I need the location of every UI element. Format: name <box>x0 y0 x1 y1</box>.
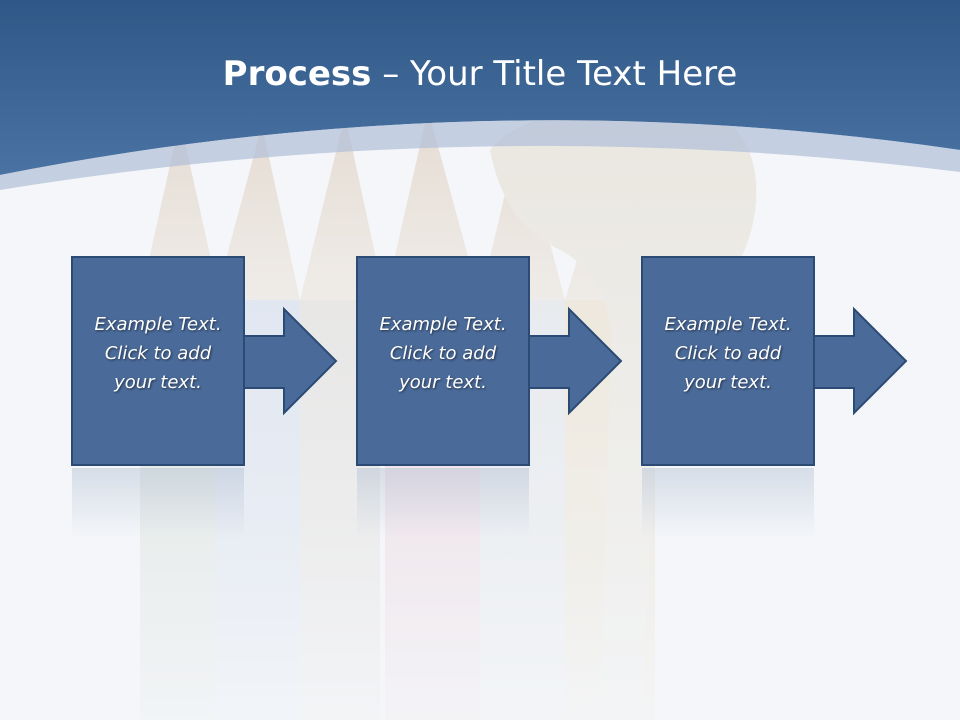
step-2-text[interactable]: Example Text. Click to add your text. <box>357 310 529 397</box>
step-text-line: your text. <box>684 372 772 393</box>
step-text-line: Example Text. <box>94 314 222 335</box>
title-dash: – <box>371 54 411 94</box>
step-text-line: Click to add <box>674 343 782 364</box>
process-step-1[interactable] <box>71 256 338 466</box>
step-1-text[interactable]: Example Text. Click to add your text. <box>72 310 244 397</box>
arrow-right-icon <box>243 306 338 416</box>
step-text-line: Example Text. <box>664 314 792 335</box>
process-step-3[interactable] <box>641 256 908 466</box>
step-3-text[interactable]: Example Text. Click to add your text. <box>642 310 814 397</box>
step-text-line: Click to add <box>389 343 497 364</box>
step-text-line: Click to add <box>104 343 212 364</box>
slide-title[interactable]: Process – Your Title Text Here <box>0 52 960 96</box>
process-step-2[interactable] <box>356 256 623 466</box>
step-text-line: your text. <box>399 372 487 393</box>
header-band <box>0 0 960 175</box>
title-rest: Your Title Text Here <box>410 54 738 94</box>
step-text-line: your text. <box>114 372 202 393</box>
arrow-right-icon <box>813 306 908 416</box>
reflections <box>72 468 814 538</box>
step-text-line: Example Text. <box>379 314 507 335</box>
title-bold-word: Process <box>222 54 372 94</box>
arrow-right-icon <box>528 306 623 416</box>
header-curve-highlight <box>0 120 960 190</box>
